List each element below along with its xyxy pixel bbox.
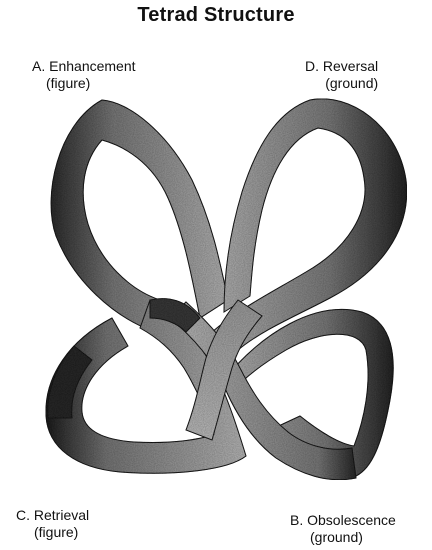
upper-left-loop (51, 100, 228, 330)
